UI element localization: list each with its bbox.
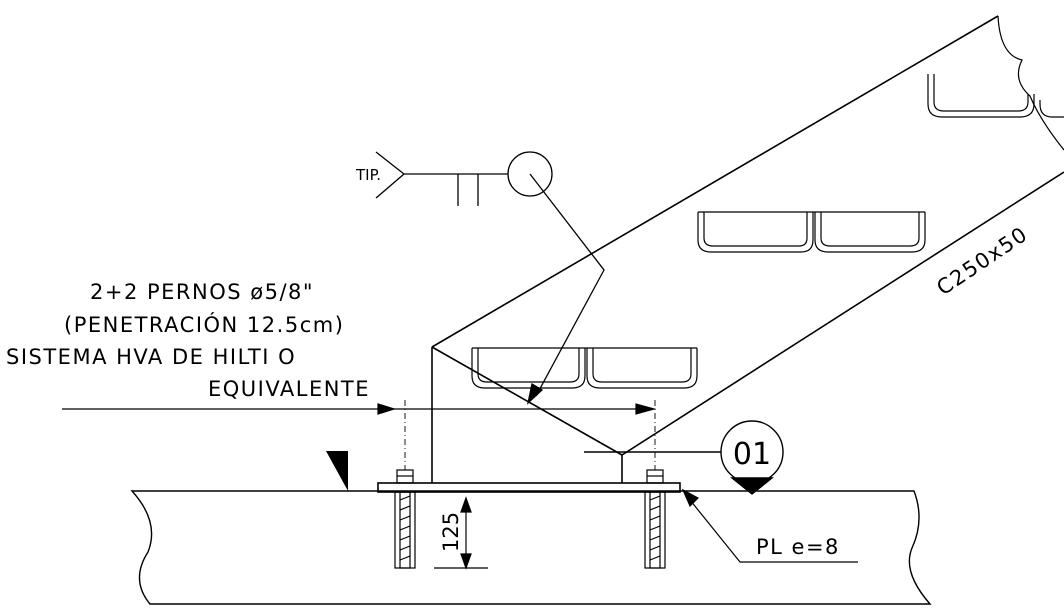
level-marker-icon (326, 451, 348, 491)
bolts-label-line3: SISTEMA HVA DE HILTI O (6, 345, 296, 369)
bolts-label-line1: 2+2 PERNOS ø5/8" (90, 280, 314, 304)
left-anchor-bolt (394, 400, 416, 569)
c-channel-member (431, 15, 1064, 483)
right-anchor-bolt (644, 400, 666, 569)
plate-label: PL e=8 (756, 535, 840, 559)
member-label: C250x50 (932, 222, 1032, 300)
plate-leader (681, 488, 858, 563)
dimension-125 (434, 496, 488, 570)
base-plate (377, 482, 681, 493)
detail-number: 01 (733, 437, 771, 472)
weld-tip-label: TIP. (355, 166, 381, 184)
weld-symbol (375, 151, 605, 405)
dimension-label: 125 (439, 512, 463, 552)
bolts-label-line4: EQUIVALENTE (208, 377, 370, 401)
detail-marker (584, 420, 784, 495)
bolts-label-line2: (PENETRACIÓN 12.5cm) (64, 312, 344, 337)
member-slots (471, 74, 1064, 389)
bolts-leader (62, 403, 657, 415)
concrete-slab (130, 490, 932, 605)
